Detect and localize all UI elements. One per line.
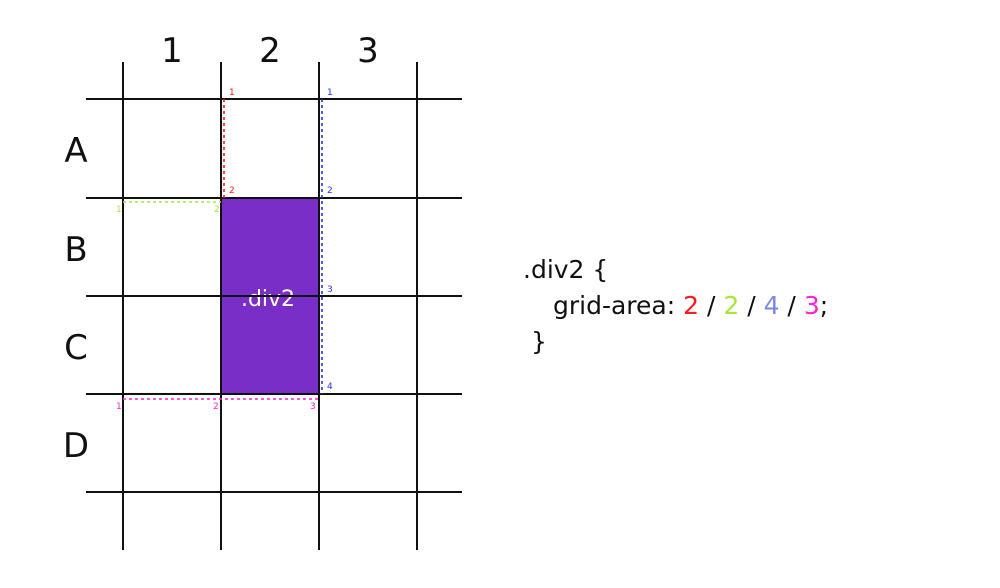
- row-start-number-1: 1: [229, 88, 235, 98]
- column-label-2: 2: [259, 31, 281, 71]
- code-separator: /: [699, 291, 724, 320]
- code-terminator: ;: [819, 291, 829, 320]
- code-value-row-start: 2: [683, 291, 700, 320]
- code-value-row-end: 4: [763, 291, 780, 320]
- column-start-number-1: 1: [116, 205, 122, 215]
- row-label-a: A: [64, 131, 87, 171]
- row-end-number-3: 3: [327, 285, 333, 295]
- code-separator: /: [779, 291, 804, 320]
- row-end-number-2: 2: [327, 186, 333, 196]
- row-label-d: D: [63, 426, 89, 466]
- row-start-number-2: 2: [229, 186, 235, 196]
- column-end-number-2: 2: [213, 402, 219, 412]
- column-label-3: 3: [357, 31, 379, 71]
- code-property-name: grid-area:: [553, 291, 684, 320]
- code-separator: /: [739, 291, 764, 320]
- row-end-number-1: 1: [327, 88, 333, 98]
- grid-item-label: .div2: [241, 287, 295, 312]
- code-value-column-end: 3: [803, 291, 820, 320]
- code-selector-line: .div2 {: [523, 255, 609, 284]
- column-end-number-3: 3: [310, 402, 316, 412]
- column-end-number-1: 1: [116, 402, 122, 412]
- column-label-1: 1: [161, 31, 183, 71]
- code-property-line: grid-area: 2 / 2 / 4 / 3;: [523, 288, 828, 324]
- row-label-b: B: [64, 230, 87, 270]
- row-end-number-4: 4: [327, 382, 333, 392]
- css-code-snippet: .div2 { grid-area: 2 / 2 / 4 / 3;}: [523, 252, 828, 360]
- column-start-number-2: 2: [214, 205, 220, 215]
- code-closing-line: }: [531, 327, 547, 356]
- code-value-column-start: 2: [723, 291, 740, 320]
- row-label-c: C: [64, 328, 88, 368]
